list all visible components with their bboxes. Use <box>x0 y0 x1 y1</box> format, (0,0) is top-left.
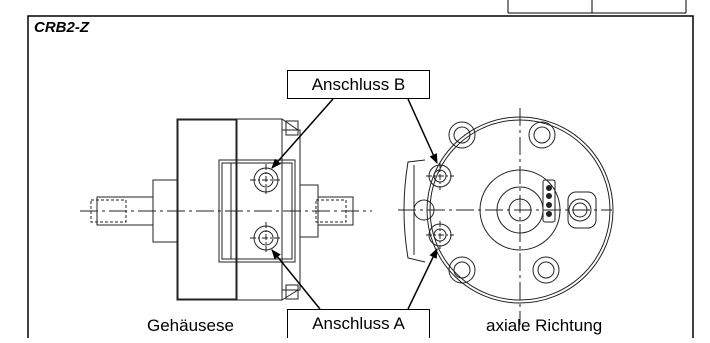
callout-port-b: Anschluss B <box>287 70 430 99</box>
caption-housing-side: Gehäusese <box>147 316 234 335</box>
outer-frame <box>27 15 694 338</box>
leader-port-b-right <box>407 98 438 164</box>
callout-port-a: Anschluss A <box>287 309 430 338</box>
leader-port-a-left <box>271 249 321 310</box>
leader-port-b-left <box>271 98 334 169</box>
housing-side-view <box>80 118 372 301</box>
caption-axial-direction: axiale Richtung <box>486 316 603 335</box>
title-table-fragment <box>507 0 687 14</box>
leader-port-a-right <box>407 248 438 310</box>
leader-lines <box>271 98 438 310</box>
model-label: CRB2-Z <box>34 19 89 36</box>
axial-view <box>398 108 614 325</box>
